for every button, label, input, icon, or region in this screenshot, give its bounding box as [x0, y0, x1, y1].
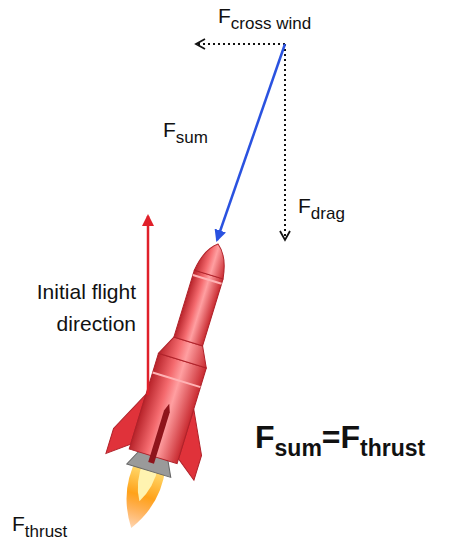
rocket — [87, 231, 262, 542]
subscript: drag — [311, 204, 345, 223]
force-label: Fcross wind — [218, 4, 311, 28]
symbol-text: F — [341, 419, 361, 455]
symbol-text: F — [298, 194, 311, 217]
force-equation: Fsum=Fthrust — [255, 420, 425, 455]
subscript: cross wind — [231, 14, 311, 33]
symbol-text: F — [255, 419, 275, 455]
note-text: Initial flight direction — [37, 280, 136, 335]
subscript: sum — [275, 435, 322, 461]
direction-note: Initial flight direction — [4, 276, 136, 339]
symbol-text: F — [163, 118, 176, 141]
symbol-text: F — [12, 512, 25, 535]
flight-direction-arrow — [147, 216, 150, 395]
force-label: Fthrust — [12, 512, 67, 536]
drag-arrow — [284, 44, 286, 240]
subscript: sum — [176, 128, 208, 147]
crosswind-arrow — [196, 43, 285, 45]
subscript: thrust — [360, 435, 425, 461]
subscript: thrust — [25, 522, 68, 541]
symbol-text: = — [322, 419, 341, 455]
sum-force-arrow — [217, 44, 285, 240]
force-label: Fsum — [163, 118, 208, 142]
force-label: Fdrag — [298, 194, 345, 218]
symbol-text: F — [218, 4, 231, 27]
